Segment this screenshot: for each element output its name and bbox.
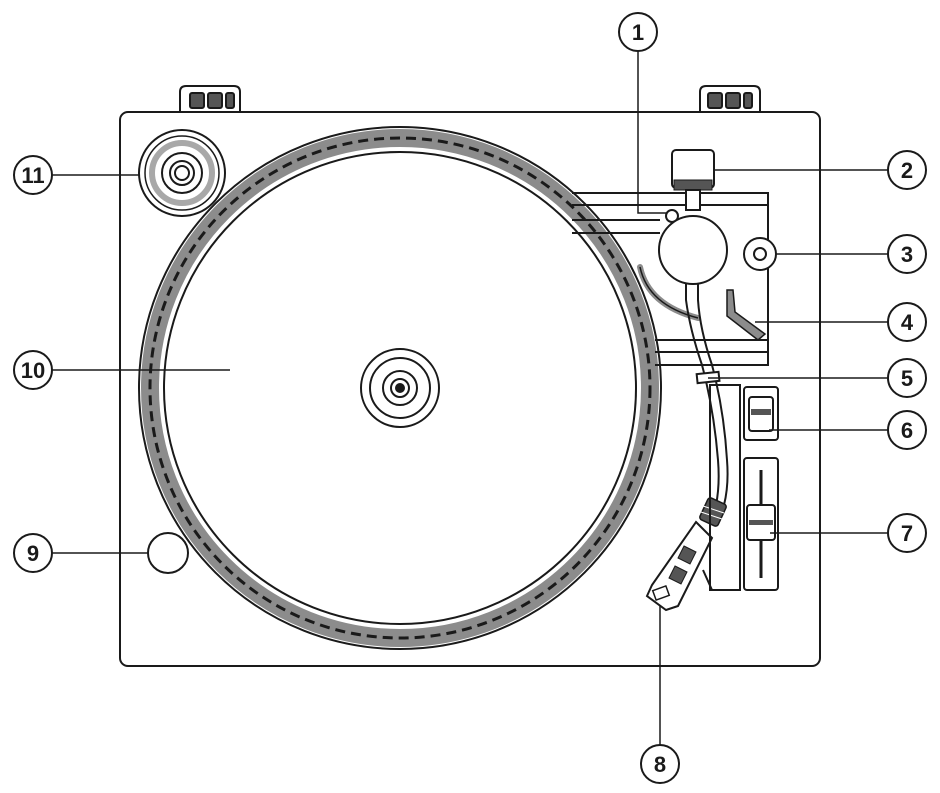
leader-lines [52, 50, 888, 745]
callout-9: 9 [13, 533, 53, 573]
svg-text:4: 4 [901, 310, 914, 335]
callout-11: 11 [13, 155, 53, 195]
spindle [360, 348, 440, 428]
pitch-slider [743, 457, 779, 591]
callout-10: 10 [13, 350, 53, 390]
svg-text:1: 1 [632, 20, 644, 45]
svg-text:8: 8 [654, 752, 666, 777]
svg-text:10: 10 [21, 358, 45, 383]
adapter-45rpm [138, 129, 226, 217]
callout-3: 3 [887, 234, 927, 274]
tonearm-pivot [658, 215, 728, 285]
svg-text:7: 7 [901, 521, 913, 546]
counterweight [671, 149, 715, 211]
callout-5: 5 [887, 358, 927, 398]
callout-8: 8 [640, 744, 680, 784]
start-stop-button [147, 532, 189, 574]
left-hinge [179, 85, 241, 113]
headshell-cartridge [645, 520, 714, 612]
svg-text:3: 3 [901, 242, 913, 267]
callout-4: 4 [887, 302, 927, 342]
right-hinge [699, 85, 761, 113]
callout-7: 7 [887, 513, 927, 553]
svg-text:2: 2 [901, 158, 913, 183]
callout-2: 2 [887, 150, 927, 190]
svg-text:6: 6 [901, 418, 913, 443]
anti-skate-knob [743, 237, 777, 271]
callout-1: 1 [618, 12, 658, 52]
speed-switch [743, 386, 779, 441]
arm-rest [726, 289, 767, 341]
arm-slot-panel [709, 384, 741, 591]
svg-text:9: 9 [27, 541, 39, 566]
callout-6: 6 [887, 410, 927, 450]
svg-text:5: 5 [901, 366, 913, 391]
svg-text:11: 11 [21, 163, 44, 188]
headshell-connector [699, 497, 727, 527]
